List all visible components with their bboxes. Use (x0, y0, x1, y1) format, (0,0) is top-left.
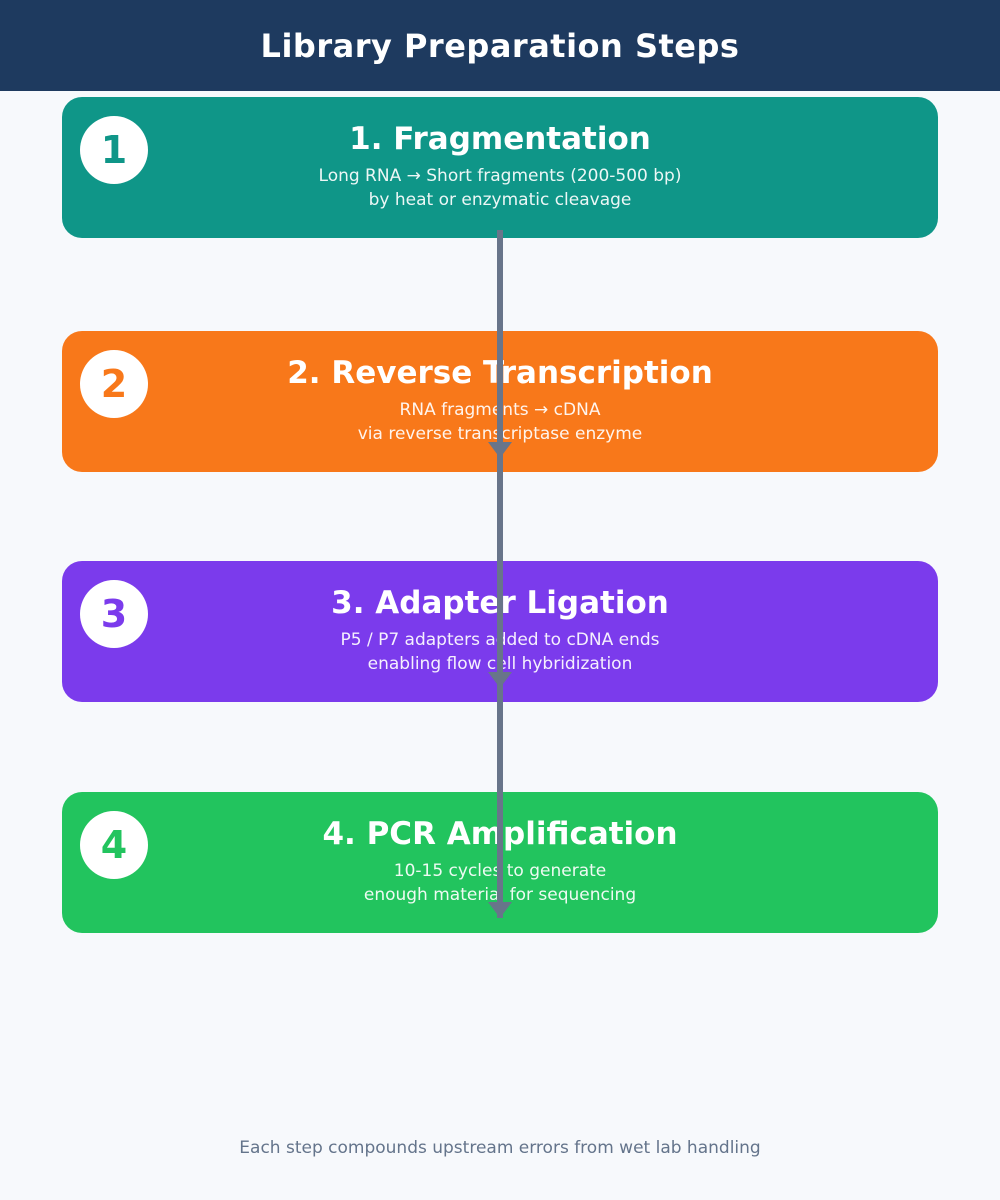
step-number: 4 (100, 823, 128, 867)
step-title: 1. Fragmentation (349, 121, 651, 157)
step-number-badge: 3 (80, 580, 148, 648)
step-description-line: Long RNA → Short fragments (200-500 bp) (318, 166, 682, 186)
header-bar: Library Preparation Steps (0, 0, 1000, 91)
step-number: 1 (100, 128, 128, 172)
footer-note: Each step compounds upstream errors from… (239, 1138, 761, 1158)
step-number: 2 (100, 362, 128, 406)
flow-connector-line (497, 230, 503, 918)
step-number-badge: 1 (80, 116, 148, 184)
arrow-down-icon (488, 672, 512, 688)
step-description-line: by heat or enzymatic cleavage (368, 190, 632, 210)
step-number-badge: 2 (80, 350, 148, 418)
arrow-down-icon (488, 902, 512, 918)
step-card-fragmentation: 1 1. Fragmentation Long RNA → Short frag… (62, 97, 938, 238)
step-description: Long RNA → Short fragments (200-500 bp) … (62, 164, 938, 212)
page-title: Library Preparation Steps (260, 26, 740, 65)
step-number: 3 (100, 592, 128, 636)
step-number-badge: 4 (80, 811, 148, 879)
arrow-down-icon (488, 442, 512, 458)
